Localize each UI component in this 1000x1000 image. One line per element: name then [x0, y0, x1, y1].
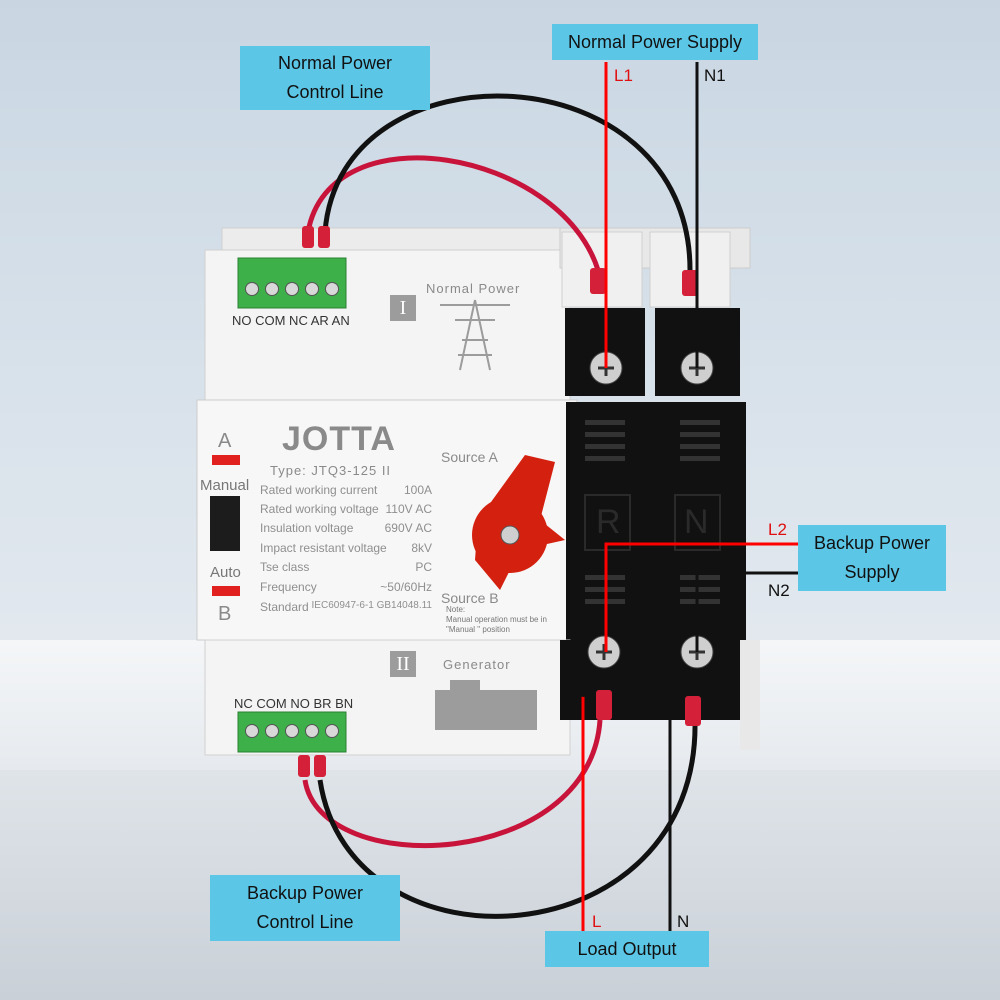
spec-value: PC [415, 560, 432, 574]
wire-label-n: N [677, 912, 690, 931]
spec-value: 690V AC [384, 521, 432, 535]
indicator-a-led [212, 455, 240, 465]
spec-label: Frequency [260, 580, 317, 594]
terminal-screw [265, 282, 279, 296]
backup-control-black-wire [317, 719, 698, 919]
normal-control-black-wire [322, 93, 693, 271]
source-a-label: Source A [441, 449, 498, 465]
callout-load-output-text: Load Output [577, 938, 677, 959]
terminal-screw [305, 724, 319, 738]
top-power-terminals [565, 308, 740, 396]
wire-label-n1: N1 [704, 66, 726, 85]
spec-label: Rated working voltage [260, 502, 379, 516]
top-terminal-labels: NO COM NC AR AN [232, 313, 350, 328]
terminal-screw [265, 724, 279, 738]
callout-line-2: Control Line [256, 912, 354, 932]
device-type: Type: JTQ3-125 II [270, 463, 392, 478]
section-numeral-bottom: II [390, 651, 416, 677]
indicator-b-led [212, 586, 240, 596]
terminal-screw [285, 282, 299, 296]
note-line-1: Note: [446, 605, 466, 614]
section-label-bottom: Generator [443, 657, 511, 672]
mode-selector-switch [210, 496, 240, 551]
spec-row: Impact resistant voltage 8kV [260, 541, 432, 555]
wire-label-l: L [592, 912, 602, 931]
callout-normal-power-supply: Normal Power Supply [552, 24, 758, 60]
wire-label-n2: N2 [768, 581, 790, 600]
callout-normal-power-control-line: Normal Power Control Line [240, 46, 430, 110]
indicator-a-label: A [218, 430, 232, 452]
table-edge [0, 770, 1000, 1000]
bottom-terminal-labels: NC COM NO BR BN [234, 696, 354, 711]
spec-row: Tse class PC [260, 560, 432, 574]
callout-load-output: Load Output [545, 931, 709, 967]
spec-value: ~50/60Hz [380, 580, 432, 594]
spec-value: IEC60947-6-1 GB14048.11 [311, 600, 432, 611]
spec-value: 100A [403, 483, 432, 497]
callout-backup-power-supply: Backup Power Supply [798, 525, 946, 591]
note-line-2: Manual operation must be in [446, 615, 547, 624]
callout-line-2: Control Line [286, 82, 384, 102]
spec-label: Impact resistant voltage [260, 541, 387, 555]
callout-normal-power-supply-text: Normal Power Supply [567, 31, 743, 52]
source-b-label: Source B [441, 590, 499, 606]
schematic-lines [581, 62, 798, 935]
mode-manual-label: Manual [200, 477, 250, 494]
spec-row: Rated working voltage 110V AC [260, 502, 432, 516]
wire-label-l2: L2 [768, 520, 787, 539]
spec-label: Rated working current [260, 483, 378, 497]
spec-label: Standard [260, 600, 309, 614]
terminal-screw [245, 282, 259, 296]
section-numeral-top: I [390, 295, 416, 321]
brand-logo: JOTTA [282, 420, 396, 458]
pylon-icon [440, 299, 510, 371]
terminal-screw [325, 282, 339, 296]
generator-icon [435, 680, 537, 730]
terminal-screw [245, 724, 259, 738]
spec-row: Standard IEC60947-6-1 GB14048.11 [260, 600, 432, 614]
terminal-screw [285, 724, 299, 738]
breaker-letter-n: N [684, 503, 709, 541]
breaker-letter-r: R [596, 503, 621, 541]
callout-line-1: Normal Power [277, 53, 393, 73]
spec-label: Tse class [260, 560, 310, 574]
normal-control-red-wire [305, 155, 601, 271]
spec-row: Frequency ~50/60Hz [260, 580, 432, 594]
indicator-b-label: B [218, 603, 232, 625]
terminal-screw [325, 724, 339, 738]
rotary-handle [472, 455, 565, 590]
note-line-3: "Manual " position [446, 625, 510, 634]
callout-line-2: Supply [844, 562, 900, 582]
mode-auto-label: Auto [210, 564, 241, 581]
spec-row: Rated working current 100A [260, 483, 432, 497]
callout-line-1: Backup Power [246, 883, 364, 903]
spec-value: 8kV [411, 541, 432, 555]
spec-label: Insulation voltage [260, 521, 354, 535]
terminal-screw [305, 282, 319, 296]
wire-label-l1: L1 [614, 66, 633, 85]
spec-value: 110V AC [385, 502, 432, 516]
section-label-top: Normal Power [426, 281, 521, 296]
callout-line-1: Backup Power [813, 533, 931, 553]
callout-backup-power-control-line: Backup Power Control Line [210, 875, 400, 941]
spec-row: Insulation voltage 690V AC [260, 521, 432, 535]
